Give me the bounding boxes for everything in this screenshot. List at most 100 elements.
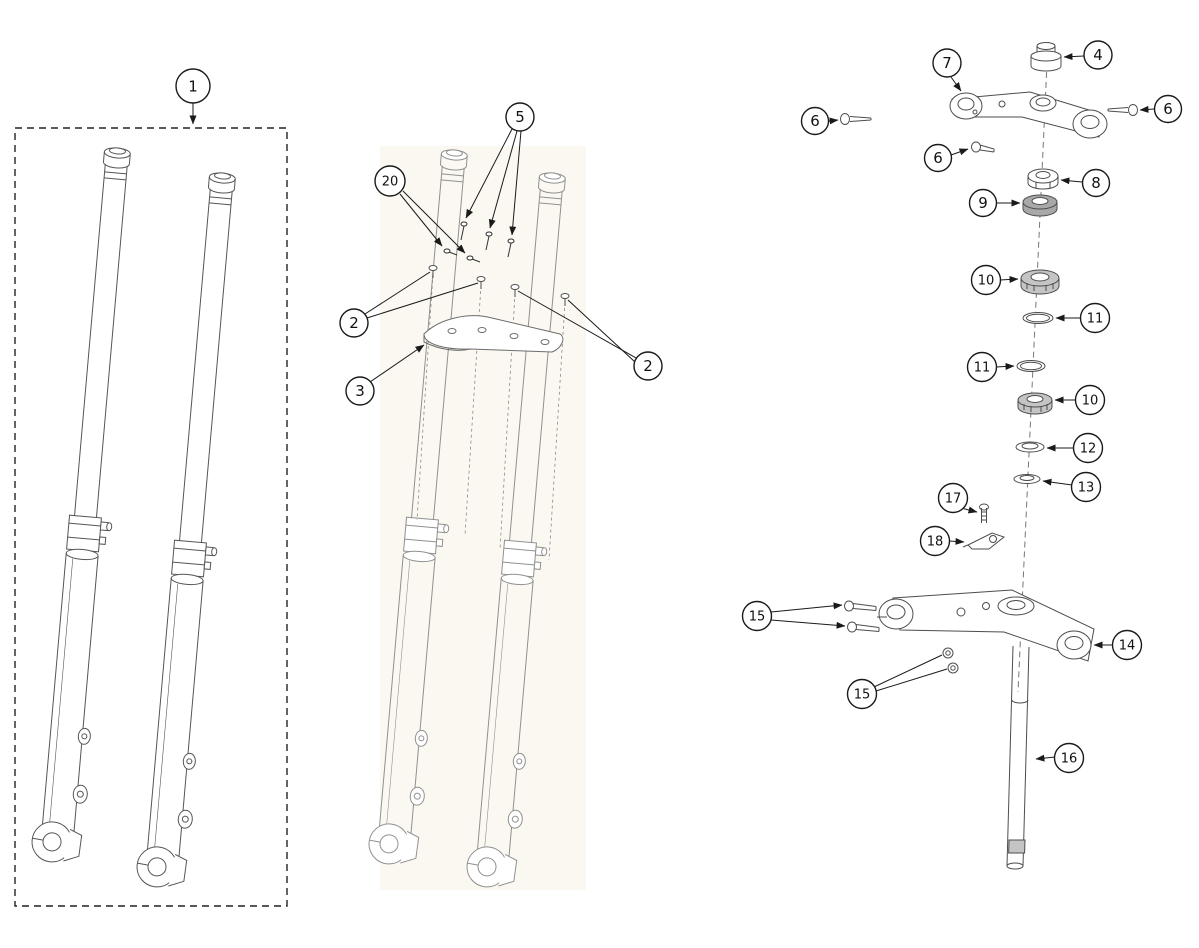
callout-label: 9 [978,194,988,212]
callout-circle [1083,40,1113,70]
upper-bearing [1020,269,1060,295]
callout-14: 14 [1111,629,1143,661]
callout-label: 4 [1093,46,1103,64]
callout-circle [968,188,998,218]
callout-label: 6 [933,149,943,167]
clamp-bolt-left [840,113,872,125]
flange-bolts [428,265,570,306]
callout-9: 9 [968,188,998,218]
callout-label: 17 [945,492,962,507]
guide-screw [979,503,989,523]
callout-17: 17 [937,482,969,514]
pinch-bolt [847,621,880,633]
callout-circle [800,106,830,136]
screw [466,255,481,263]
flange-bolt [428,265,438,278]
callout-circle [1079,302,1111,334]
front-fork-assembly [29,145,251,891]
callout-circle [1081,168,1111,198]
callout-circle [374,165,406,197]
callout-label: 15 [749,610,766,625]
callout-circle [1053,742,1085,774]
callout-label: 6 [1163,100,1173,118]
callout-circle [919,525,951,557]
exploded-fork-assembly [366,147,581,891]
lower-bearing [1017,392,1053,415]
callout-label: 14 [1119,639,1136,654]
callout-label: 10 [1082,394,1099,409]
callout-8: 8 [1081,168,1111,198]
callout-label: 5 [515,108,525,126]
callout-circle [966,351,998,383]
nut [942,647,954,659]
callout-11b: 11 [966,351,998,383]
callout-circle [505,102,535,132]
callout-circle [1070,471,1102,503]
callout-circle [633,351,663,381]
callout-label: 18 [927,535,944,550]
callout-label: 12 [1080,442,1097,457]
upper-triple-clamp [949,91,1108,139]
cap-screws [460,221,515,258]
callout-label: 15 [854,688,871,703]
callout-13: 13 [1070,471,1102,503]
callout-5: 5 [505,102,535,132]
callout-leaders [189,53,1155,762]
callout-15b: 15 [846,678,878,710]
callout-label: 11 [974,361,991,376]
callout-circle [846,678,878,710]
screw [507,238,515,258]
flange-bolt [476,276,486,289]
callout-16: 16 [1053,742,1085,774]
callout-circle [339,308,369,338]
washer [1015,441,1045,453]
steering-stem-nut [1030,42,1062,72]
thin-washer [1013,474,1041,484]
callout-12: 12 [1072,432,1104,464]
callout-11a: 11 [1079,302,1111,334]
lower-triple-clamp [877,589,1095,662]
callout-10b: 10 [1074,384,1106,416]
callout-1: 1 [175,68,211,104]
assembly-boundary-box [14,127,288,907]
callout-label: 6 [810,112,820,130]
dust-seal-spacer [1022,194,1058,217]
callout-circle [932,48,962,78]
callout-18: 18 [919,525,951,557]
callout-label: 20 [382,175,399,190]
callout-circle [741,600,773,632]
pinch-bolts [844,600,880,633]
clamp-nuts [942,647,959,674]
clamp-bolt-right [1107,104,1138,116]
callout-15a: 15 [741,600,773,632]
callout-label: 2 [349,314,359,332]
callout-circle [923,143,953,173]
callout-label: 11 [1087,312,1104,327]
fork-leg-right [134,170,251,891]
callouts: 1 5 20 2 3 2 7 4 [175,40,1183,774]
callout-label: 10 [978,274,995,289]
callout-10a: 10 [970,264,1002,296]
screw [485,231,493,251]
callout-20: 20 [374,165,406,197]
fork-leg-left [29,145,146,866]
o-ring-lower [1016,360,1046,372]
callout-label: 7 [942,54,952,72]
callout-circle [1074,384,1106,416]
callout-circle [1111,629,1143,661]
callout-label: 3 [355,382,365,400]
callout-circle [175,68,211,104]
callout-label: 16 [1061,752,1078,767]
callout-2b: 2 [633,351,663,381]
callout-circle [937,482,969,514]
pinch-screws [443,248,481,263]
screw [443,248,458,256]
callout-label: 1 [188,78,198,96]
screw [460,221,468,241]
cable-guide-bracket [962,532,1006,550]
callout-4: 4 [1083,40,1113,70]
o-ring-upper [1022,312,1054,324]
callout-label: 8 [1091,174,1101,192]
callout-label: 13 [1078,481,1095,496]
callout-circle [1153,94,1183,124]
